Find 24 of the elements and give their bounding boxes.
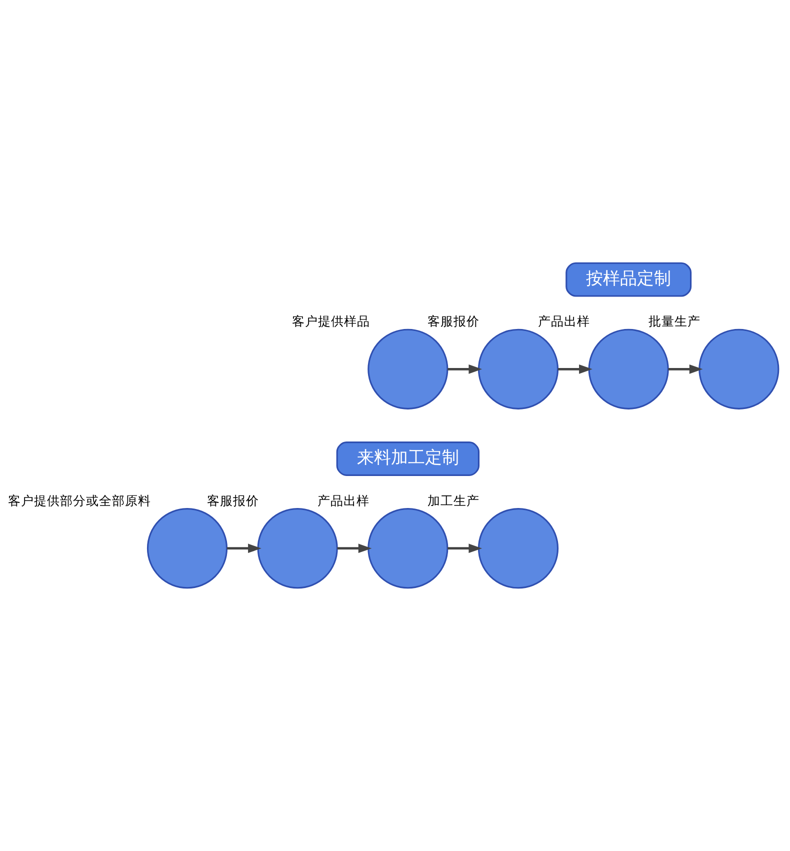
node-circle: [368, 508, 448, 589]
node-box: 来料加工定制: [336, 442, 480, 476]
node-box: 按样品定制: [566, 262, 692, 297]
node-circle: [588, 328, 669, 410]
node-label: 批量生产: [648, 314, 700, 329]
node-circle: [368, 328, 448, 410]
node-label: 产品出样: [317, 492, 370, 508]
node-label: 产品出样: [538, 314, 590, 329]
node-circle: [257, 508, 338, 589]
node-label: 加工生产: [428, 492, 480, 508]
arrow: [448, 364, 482, 374]
arrow: [558, 364, 592, 374]
node-circle: [478, 328, 559, 410]
arrow: [337, 544, 372, 554]
arrow: [668, 364, 703, 374]
node-circle: [698, 328, 780, 410]
arrow: [448, 544, 482, 554]
node-label: 客服报价: [428, 314, 480, 329]
node-label: 客服报价: [207, 492, 260, 508]
node-label: 客户提供部分或全部原料: [8, 492, 152, 508]
arrow: [226, 544, 262, 554]
node-circle: [478, 508, 559, 589]
node-label: 客户提供样品: [292, 314, 370, 329]
node-circle: [146, 508, 228, 589]
